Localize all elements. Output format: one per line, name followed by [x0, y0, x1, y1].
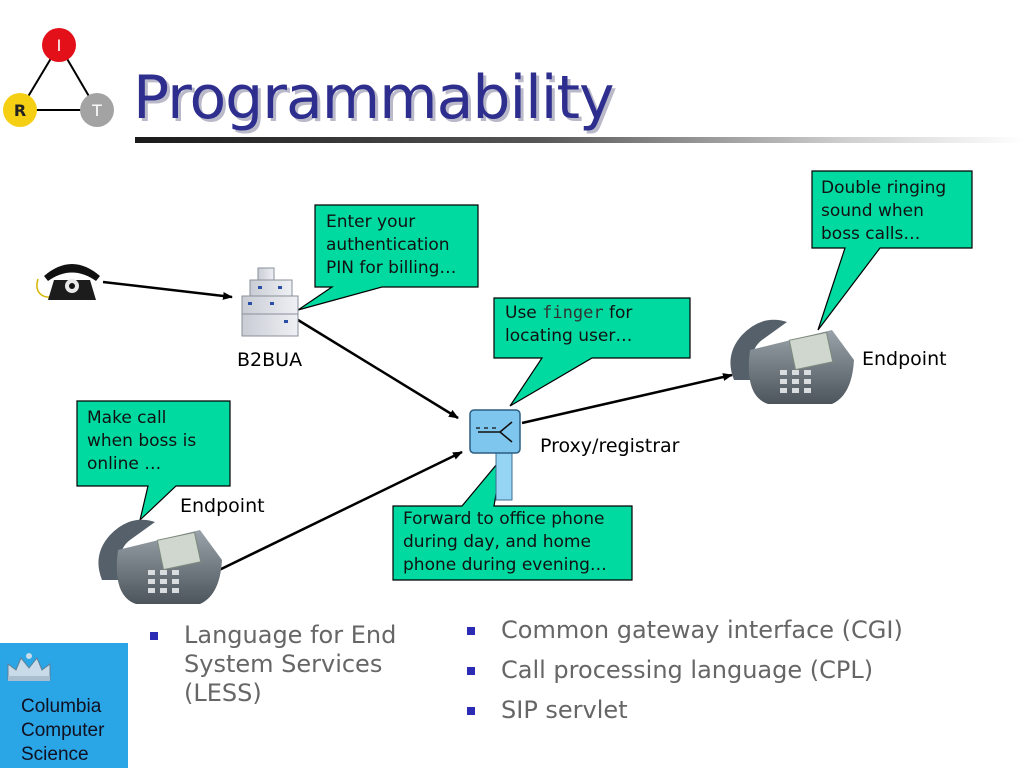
arrow-phone-to-b2bua [102, 280, 233, 300]
callout-call-line-3: online … [87, 454, 162, 474]
logo-letter-i: I [57, 36, 62, 55]
b2bua-server-icon [241, 267, 299, 337]
callout-pin-line-2: authentication [326, 235, 450, 255]
label-endpoint-right: Endpoint [862, 348, 947, 370]
columbia-logo-text: Columbia Computer Science [21, 695, 104, 767]
callout-ringing-line-1: Double ringing [821, 178, 947, 198]
label-endpoint-left: Endpoint [180, 495, 265, 517]
bullet-icon [150, 632, 158, 640]
callout-finger-line-1: Use finger for [505, 302, 632, 325]
callout-call-text: Make call when boss is online … [87, 407, 196, 476]
callout-finger-line-2: locating user… [505, 326, 633, 346]
logo-line-3: Science [21, 744, 89, 765]
label-b2bua: B2BUA [237, 349, 303, 371]
bullet-item: SIP servlet [463, 696, 1003, 725]
callout-forward [392, 455, 633, 581]
bullet-item: Common gateway interface (CGI) [463, 616, 1003, 645]
callout-call-line-2: when boss is [87, 431, 197, 451]
callout-pin-line-1: Enter your [326, 212, 416, 232]
slide-title: Programmability [133, 63, 614, 133]
arrow-b2bua-to-proxy [297, 318, 459, 420]
callout-forward-text: Forward to office phone during day, and … [403, 508, 607, 577]
arrow-endpoint-to-proxy [214, 450, 463, 574]
callout-forward-line-3: phone during evening… [403, 555, 607, 575]
rotary-phone-icon [36, 264, 100, 300]
bullet-text: Call processing language (CPL) [501, 656, 874, 684]
title-underline [135, 137, 1024, 143]
proxy-router-icon [469, 409, 521, 501]
callout-finger [493, 297, 691, 407]
bullet-list-left: Language for End System Services (LESS) [146, 621, 436, 708]
label-proxy: Proxy/registrar [540, 435, 680, 457]
callout-call-line-1: Make call [87, 408, 167, 428]
callout-ringing-line-2: sound when [821, 201, 924, 221]
bullet-text: Common gateway interface (CGI) [501, 616, 903, 644]
bullet-text: SIP servlet [501, 696, 628, 724]
logo-line-1: Columbia [21, 696, 102, 717]
crown-icon [7, 653, 51, 681]
bullet-icon [467, 667, 475, 675]
callout-finger-text: Use finger for locating user… [505, 302, 632, 348]
callout-forward-line-2: during day, and home [403, 532, 591, 552]
callout-ringing [811, 170, 973, 331]
logo-line-2: Computer [21, 720, 105, 741]
bullet-item: Call processing language (CPL) [463, 656, 1003, 685]
callout-ringing-text: Double ringing sound when boss calls… [821, 177, 946, 246]
callout-call [76, 400, 231, 522]
bullet-text: Language for End System Services (LESS) [184, 621, 397, 707]
bullet-icon [467, 627, 475, 635]
logo-letter-t: T [91, 101, 102, 120]
bullet-icon [467, 707, 475, 715]
callout-finger-prefix: Use [505, 303, 543, 323]
arrow-proxy-to-endpoint [521, 373, 733, 425]
bullet-item: Language for End System Services (LESS) [146, 621, 436, 708]
callout-forward-line-1: Forward to office phone [403, 509, 605, 529]
irt-logo: I R T [3, 28, 114, 127]
callout-ringing-line-3: boss calls… [821, 224, 921, 244]
bullet-list-right: Common gateway interface (CGI) Call proc… [463, 616, 1003, 725]
ip-phone-left-icon [98, 519, 222, 604]
callout-finger-suffix: for [603, 303, 633, 323]
callout-pin [297, 204, 479, 311]
logo-letter-r: R [14, 101, 26, 120]
ip-phone-right-icon [730, 319, 854, 404]
callout-finger-code: finger [542, 303, 604, 323]
callout-pin-text: Enter your authentication PIN for billin… [326, 211, 456, 280]
callout-pin-line-3: PIN for billing… [326, 258, 457, 278]
